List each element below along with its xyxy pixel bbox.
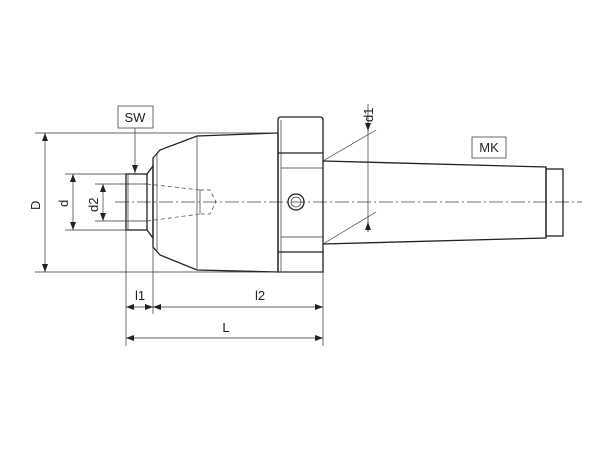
L-label: L <box>222 320 229 335</box>
flange-nut <box>277 116 324 273</box>
D-dimension: D <box>28 132 323 273</box>
D-label: D <box>28 201 43 210</box>
d1-dimension: d1 <box>322 104 377 245</box>
mk-callout: MK <box>471 136 507 159</box>
d-dimension: d <box>56 173 126 231</box>
d1-label: d1 <box>361 108 376 122</box>
d2-dimension: d2 <box>86 183 147 222</box>
morse-taper-shank <box>322 160 564 245</box>
d2-label: d2 <box>86 198 101 212</box>
sw-callout: SW <box>117 105 154 173</box>
l1-label: l1 <box>135 288 145 303</box>
set-screw-icon <box>287 193 305 211</box>
chuck-body <box>146 132 279 273</box>
l2-label: l2 <box>255 288 265 303</box>
mk-label: MK <box>479 140 499 155</box>
sw-label: SW <box>125 110 147 125</box>
d-label: d <box>56 200 71 207</box>
length-dimensions: l1 l2 L <box>125 230 324 346</box>
